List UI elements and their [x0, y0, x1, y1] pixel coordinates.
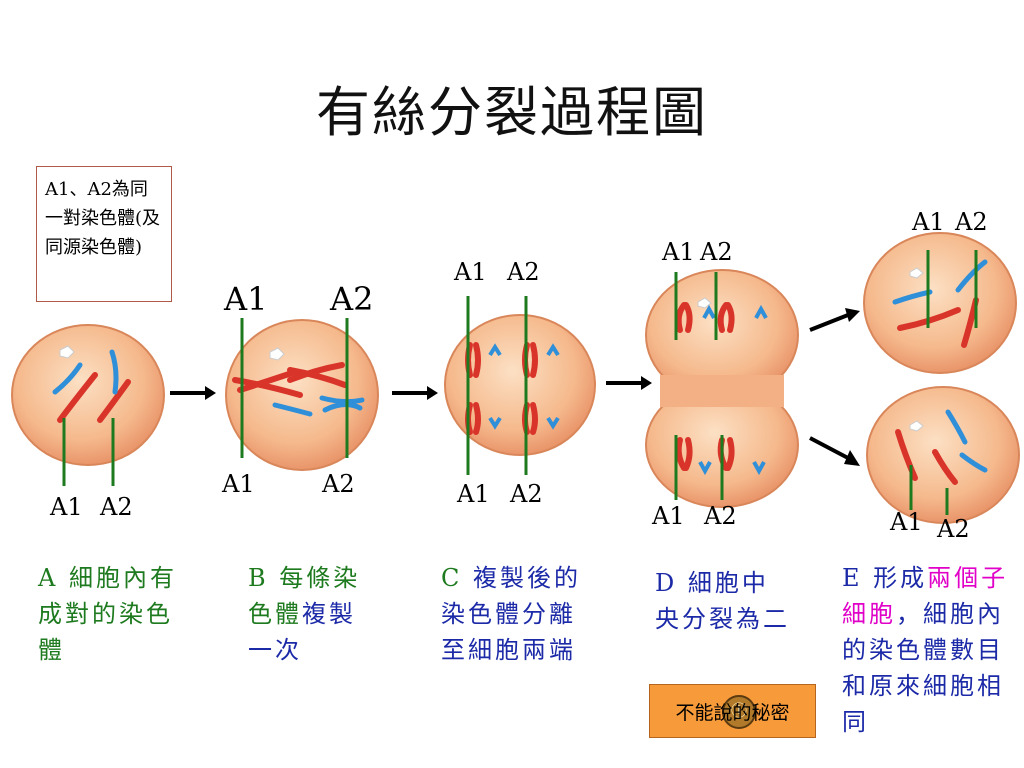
- label-b-a2-top: A2: [330, 280, 374, 318]
- page-title: 有絲分裂過程圖: [316, 81, 708, 144]
- secret-button[interactable]: ⓘ 不能說的秘密: [649, 684, 816, 738]
- label-d-a2-top: A2: [700, 238, 733, 266]
- label-d-a1-top: A1: [662, 238, 695, 266]
- cell-b: [225, 318, 379, 471]
- cell-a: [11, 324, 165, 486]
- caption-c-prefix: C: [441, 564, 463, 592]
- label-e-a1-bottom: A1: [890, 508, 923, 536]
- label-d-a1-bottom: A1: [652, 502, 685, 530]
- note-box: A1、A2為同一對染色體(及同源染色體): [36, 166, 172, 302]
- label-b-a2-bottom: A2: [322, 470, 355, 498]
- caption-d-prefix: D: [655, 569, 678, 597]
- arrow-b-c: [392, 386, 438, 400]
- label-e-a2-bottom: A2: [937, 515, 970, 543]
- caption-c: C 複製後的染色體分離至細胞兩端: [441, 560, 581, 668]
- label-e-a2-top: A2: [955, 208, 988, 236]
- cell-c: [444, 296, 596, 475]
- label-a-a2-bottom: A2: [100, 493, 133, 521]
- cell-e-bottom: [866, 386, 1020, 524]
- caption-a: A 細胞內有成對的染色體: [38, 560, 178, 668]
- secret-button-label: 不能說的秘密: [675, 702, 790, 724]
- caption-a-text: 細胞內有成對的染色體: [38, 564, 177, 664]
- label-a-a1-bottom: A1: [50, 493, 83, 521]
- caption-b-line2-blue: 複製: [302, 600, 356, 628]
- arrow-a-b: [170, 386, 216, 400]
- caption-b-line1: B 每條染: [248, 564, 361, 592]
- caption-e-part2: 兩個子細胞: [842, 564, 1009, 628]
- label-c-a1-bottom: A1: [457, 480, 490, 508]
- caption-c-text: 複製後的染色體分離至細胞兩端: [441, 564, 582, 664]
- caption-b-line2-green: 色體: [248, 600, 302, 628]
- cell-e-top: [863, 232, 1017, 374]
- label-d-a2-bottom: A2: [704, 502, 737, 530]
- caption-e-part1: 形成: [873, 564, 928, 592]
- cell-d: [645, 269, 799, 508]
- label-c-a1-top: A1: [454, 258, 487, 286]
- label-e-a1-top: A1: [912, 208, 945, 236]
- caption-e: E 形成兩個子細胞，細胞內的染色體數目和原來細胞相同: [842, 560, 1017, 740]
- caption-e-prefix: E: [842, 564, 863, 592]
- caption-e-part3: ，細胞內的染色體數目和原來細胞相同: [842, 600, 1004, 736]
- label-c-a2-bottom: A2: [510, 480, 543, 508]
- caption-b-line3: 一次: [248, 636, 302, 664]
- arrow-d-e-top: [809, 308, 860, 332]
- label-c-a2-top: A2: [507, 258, 540, 286]
- caption-a-prefix: A: [38, 564, 59, 592]
- arrow-d-e-bottom: [809, 436, 860, 466]
- label-b-a1-bottom: A1: [222, 470, 255, 498]
- arrow-c-d: [606, 376, 652, 390]
- caption-b: B 每條染 色體複製 一次: [248, 560, 388, 668]
- caption-d: D 細胞中央分裂為二: [655, 565, 795, 637]
- label-b-a1-top: A1: [224, 280, 268, 318]
- caption-d-text: 細胞中央分裂為二: [655, 569, 790, 633]
- coin-icon: ⓘ: [722, 695, 756, 729]
